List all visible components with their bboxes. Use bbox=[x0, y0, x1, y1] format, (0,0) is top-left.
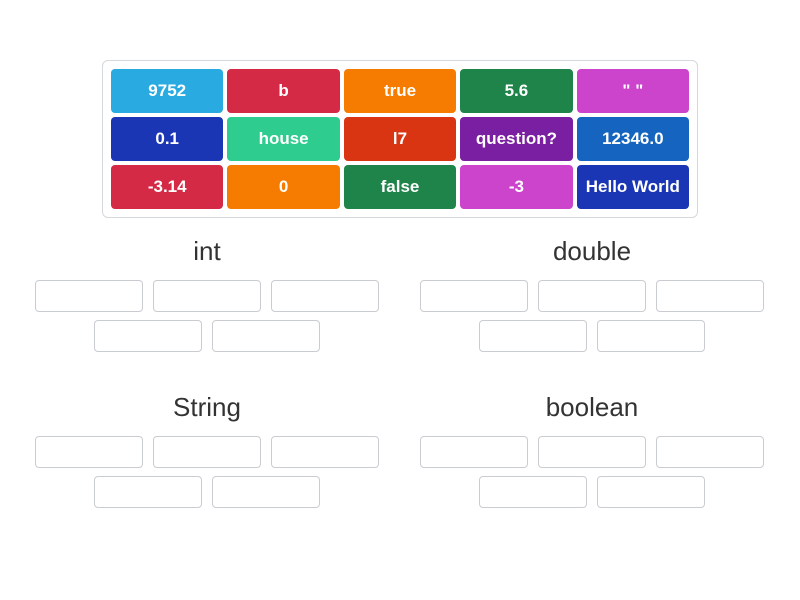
drop-slot[interactable] bbox=[35, 436, 143, 468]
slot-row bbox=[417, 436, 767, 468]
slot-row bbox=[32, 280, 382, 312]
drop-slot[interactable] bbox=[479, 476, 587, 508]
drop-slot[interactable] bbox=[597, 476, 705, 508]
category-int: int bbox=[32, 236, 382, 360]
drop-slot[interactable] bbox=[420, 436, 528, 468]
tile-9752[interactable]: 9752 bbox=[111, 69, 224, 113]
slot-row bbox=[417, 476, 767, 508]
tile-hello-world[interactable]: Hello World bbox=[576, 165, 690, 209]
slot-row bbox=[417, 280, 767, 312]
tile-question[interactable]: question? bbox=[460, 117, 573, 161]
tile-0[interactable]: 0 bbox=[227, 165, 340, 209]
tile-true[interactable]: true bbox=[343, 69, 457, 113]
tile-minus-3[interactable]: -3 bbox=[460, 165, 573, 209]
tile-row: 0.1 house l7 question? 12346.0 bbox=[111, 117, 690, 161]
tile-5-6[interactable]: 5.6 bbox=[460, 69, 573, 113]
drop-slot[interactable] bbox=[35, 280, 143, 312]
drop-slot[interactable] bbox=[153, 280, 261, 312]
tile-12346-0[interactable]: 12346.0 bbox=[576, 117, 690, 161]
category-title-boolean: boolean bbox=[545, 392, 639, 422]
tile-house[interactable]: house bbox=[227, 117, 340, 161]
tile-row: -3.14 0 false -3 Hello World bbox=[111, 165, 690, 209]
drop-slot[interactable] bbox=[538, 280, 646, 312]
drop-slot[interactable] bbox=[479, 320, 587, 352]
drop-slot[interactable] bbox=[656, 436, 764, 468]
category-double: double bbox=[417, 236, 767, 360]
drop-slot[interactable] bbox=[656, 280, 764, 312]
category-title-int: int bbox=[193, 236, 221, 266]
drop-slot[interactable] bbox=[153, 436, 261, 468]
tile-false[interactable]: false bbox=[343, 165, 457, 209]
drop-slot[interactable] bbox=[94, 476, 202, 508]
category-boolean: boolean bbox=[417, 392, 767, 516]
slot-row bbox=[32, 476, 382, 508]
drop-slot[interactable] bbox=[212, 476, 320, 508]
slot-row bbox=[32, 320, 382, 352]
slot-row bbox=[32, 436, 382, 468]
category-title-string: String bbox=[173, 392, 241, 422]
drop-slot[interactable] bbox=[271, 280, 379, 312]
drop-slot[interactable] bbox=[420, 280, 528, 312]
category-title-double: double bbox=[552, 236, 632, 266]
slot-row bbox=[417, 320, 767, 352]
drop-slot[interactable] bbox=[94, 320, 202, 352]
drop-slot[interactable] bbox=[271, 436, 379, 468]
drop-slot[interactable] bbox=[538, 436, 646, 468]
tile-row: 9752 b true 5.6 " " bbox=[111, 69, 690, 113]
tile-minus-3-14[interactable]: -3.14 bbox=[111, 165, 224, 209]
tile-l7[interactable]: l7 bbox=[343, 117, 457, 161]
word-tile-tray: 9752 b true 5.6 " " 0.1 house l7 questio… bbox=[102, 60, 698, 218]
drop-slot[interactable] bbox=[597, 320, 705, 352]
drop-slot[interactable] bbox=[212, 320, 320, 352]
category-string: String bbox=[32, 392, 382, 516]
tile-0-1[interactable]: 0.1 bbox=[111, 117, 224, 161]
tile-empty-quotes[interactable]: " " bbox=[576, 69, 690, 113]
tile-b[interactable]: b bbox=[227, 69, 340, 113]
